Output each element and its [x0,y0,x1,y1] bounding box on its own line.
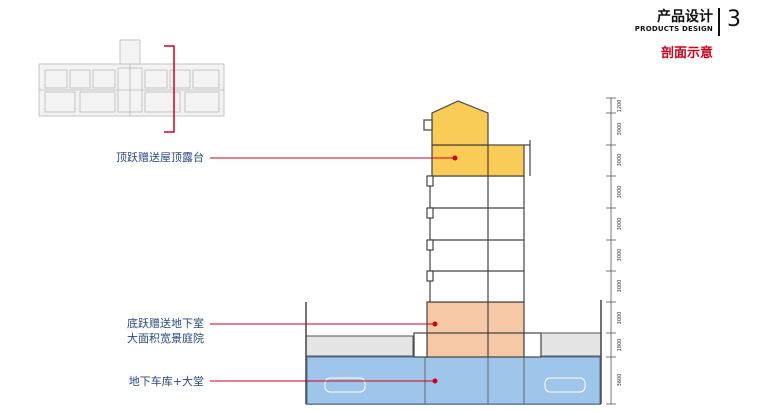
dim-label-4: 3000 [617,186,623,199]
dim-label-5: 3000 [617,218,623,231]
annotation-garage-lobby: 地下车库+大堂 [128,375,204,388]
annotation-rooftop-terrace: 顶跃赠送屋顶露台 [116,151,204,164]
header-divider [718,8,720,36]
annotation-line-1: 底跃赠送地下室 [127,317,204,330]
leader-lines [210,157,455,382]
floor-plan-thumbnail [38,39,225,117]
annotation-line-2: 大面积宽景庭院 [127,332,204,345]
dimension-labels: 1200 3000 3000 3000 3000 3000 3000 3000 … [617,100,623,387]
page-title: 产品设计 [657,9,713,25]
dim-label-8: 3000 [617,312,623,325]
building-section [413,100,542,358]
dim-label-3: 3000 [617,154,623,167]
dim-label-6: 3000 [617,249,623,262]
page-subtitle: PRODUCTS DESIGN [634,25,713,33]
leader-dots [432,155,458,384]
dim-label-2: 3000 [617,123,623,136]
section-title: 剖面示意 [661,46,714,61]
dim-label-1: 1200 [617,100,623,113]
annotation-basement-courtyard: 底跃赠送地下室 大面积宽景庭院 [127,316,204,346]
page-number: 3 [727,7,741,32]
dim-label-9: 1800 [617,339,623,352]
dim-label-7: 3000 [617,280,623,293]
dimension-line [606,97,616,405]
plan-bracket [164,45,175,133]
dim-label-10: 3600 [617,374,623,387]
